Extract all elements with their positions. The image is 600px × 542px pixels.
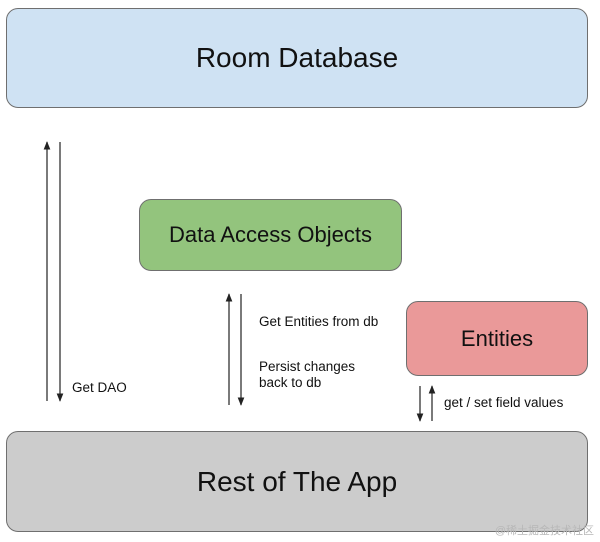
rest-of-app-box: Rest of The App [6, 431, 588, 532]
data-access-objects-box: Data Access Objects [139, 199, 402, 271]
watermark: @稀土掘金技术社区 [494, 525, 594, 537]
entities-box: Entities [406, 301, 588, 376]
entities-label: Entities [460, 325, 534, 351]
get-entities-label: Get Entities from db [259, 314, 379, 329]
rest-of-app-label: Rest of The App [196, 465, 398, 497]
data-access-objects-label: Data Access Objects [169, 222, 372, 247]
persist-changes-label: Persist changes back to db [259, 359, 355, 391]
room-database-box: Room Database [6, 8, 588, 108]
persist-changes-line1: Persist changes [259, 359, 356, 374]
get-dao-label: Get DAO [72, 380, 127, 395]
field-values-label: get / set field values [444, 395, 564, 410]
persist-changes-line2: back to db [259, 375, 322, 390]
room-database-label: Room Database [195, 42, 399, 73]
